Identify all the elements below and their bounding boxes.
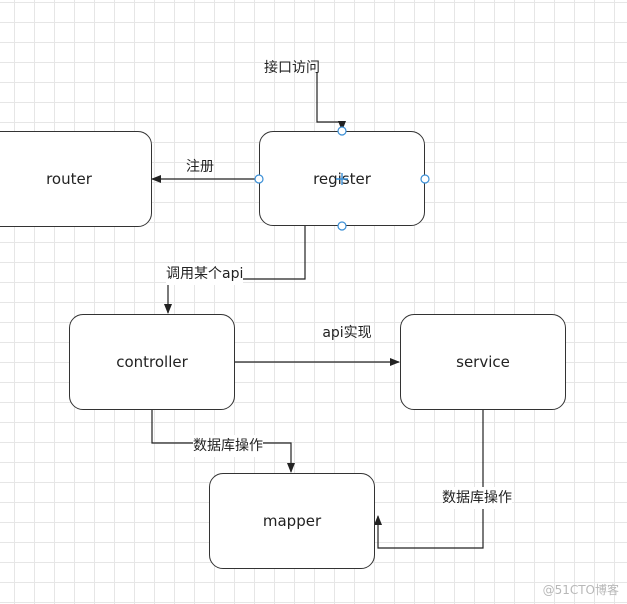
node-controller[interactable]: controller: [69, 314, 235, 410]
node-register[interactable]: register: [259, 131, 425, 226]
edge-access[interactable]: [316, 72, 346, 131]
node-router[interactable]: router: [0, 131, 152, 227]
edge-label-db-op-controller: 数据库操作: [193, 435, 263, 457]
edge-label-call-api: 调用某个api: [166, 263, 244, 285]
edge-label-register: 注册: [186, 159, 214, 175]
node-controller-label: controller: [116, 353, 188, 371]
edge-label-access: 接口访问: [264, 60, 320, 76]
node-router-label: router: [46, 170, 92, 188]
node-mapper-label: mapper: [262, 512, 322, 530]
watermark: @51CTO博客: [542, 583, 619, 597]
edge-label-db-op-service: 数据库操作: [442, 487, 512, 509]
node-register-label: register: [313, 169, 371, 188]
node-service[interactable]: service: [400, 314, 566, 410]
edge-service-mapper[interactable]: [374, 410, 484, 549]
edge-label-api-impl: api实现: [322, 325, 372, 341]
node-mapper[interactable]: mapper: [209, 473, 375, 569]
node-service-label: service: [456, 353, 510, 371]
